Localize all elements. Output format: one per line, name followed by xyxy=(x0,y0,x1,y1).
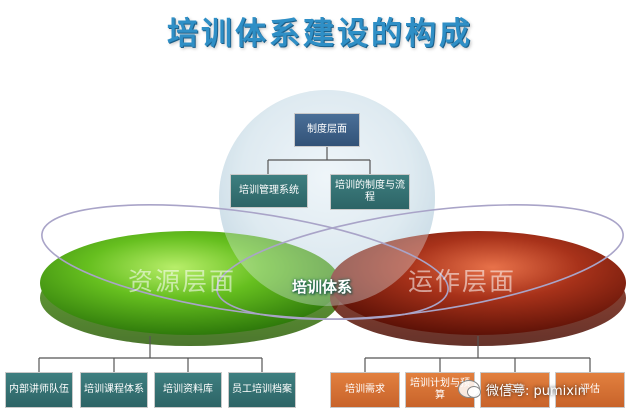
resource-item-3: 培训资料库 xyxy=(154,372,222,408)
operation-layer-label: 运作层面 xyxy=(408,267,517,296)
wechat-icon xyxy=(458,380,481,398)
circle-overlay xyxy=(219,90,435,306)
right-connectors xyxy=(364,336,591,372)
institution-layer-box: 制度层面 xyxy=(294,113,360,147)
page-title: 培训体系建设的构成 xyxy=(167,16,473,52)
operation-layer-disc xyxy=(330,231,626,335)
resource-item-1: 内部讲师队伍 xyxy=(5,372,73,408)
resource-layer-disc xyxy=(40,231,340,335)
ring-left xyxy=(41,204,449,320)
watermark-text: 微信号: pumixin xyxy=(486,383,586,399)
training-system-label: 培训体系 xyxy=(292,278,353,296)
wechat-watermark: 微信号: pumixin xyxy=(458,376,638,402)
left-connectors xyxy=(38,336,263,372)
ring-right xyxy=(216,204,624,320)
operation-item-4: 评估 xyxy=(555,372,625,408)
resource-item-4: 员工培训档案 xyxy=(228,372,296,408)
resource-item-2: 培训课程体系 xyxy=(80,372,148,408)
top-connectors xyxy=(267,147,371,174)
operation-item-1: 培训需求 xyxy=(330,372,400,408)
training-management-system-box: 培训管理系统 xyxy=(230,174,308,208)
operation-item-2: 培训计划与预算 xyxy=(405,372,475,408)
resource-layer-label: 资源层面 xyxy=(128,267,237,296)
training-rules-process-box: 培训的制度与流程 xyxy=(330,174,410,210)
